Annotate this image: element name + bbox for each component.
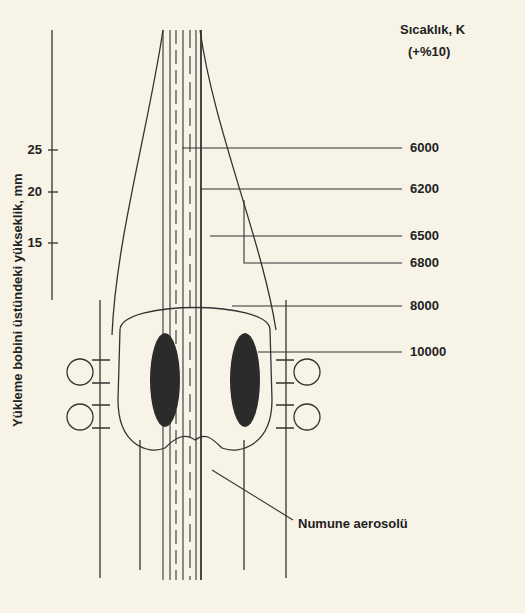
central-channel <box>163 30 201 580</box>
plasma-core <box>118 308 272 451</box>
axis-title: Yükleme bobini üstündeki yükseklik, mm <box>11 173 25 427</box>
intermediate-tube <box>139 440 140 570</box>
flame-outline <box>112 30 276 335</box>
load-coil <box>294 404 320 430</box>
axis-tick <box>48 242 58 243</box>
temperature-value: 6200 <box>410 182 439 196</box>
coil-lead <box>276 360 294 428</box>
column-header: Sıcaklık, K <box>400 23 465 37</box>
axis-tick-label: 20 <box>28 185 42 199</box>
load-coil <box>294 359 320 385</box>
axis-tick <box>48 149 58 150</box>
temperature-value: 10000 <box>410 345 446 359</box>
height-axis <box>51 30 52 300</box>
load-coil <box>67 404 93 430</box>
sample-aerosol-label: Numune aerosolü <box>298 517 408 531</box>
tolerance-note: (+%10) <box>408 45 450 59</box>
intermediate-tube <box>243 440 244 570</box>
leader-lines <box>182 148 402 520</box>
coil-lead <box>92 360 110 428</box>
load-coil <box>67 359 93 385</box>
hot-zone <box>150 333 180 427</box>
hot-zone <box>230 333 260 427</box>
axis-tick-label: 15 <box>28 236 42 250</box>
temperature-value: 6000 <box>410 141 439 155</box>
temperature-value: 8000 <box>410 299 439 313</box>
outer-tube <box>99 300 100 578</box>
axis-tick-label: 25 <box>28 143 42 157</box>
temperature-value: 6500 <box>410 229 439 243</box>
temperature-value: 6800 <box>410 256 439 270</box>
outer-tube <box>285 300 286 578</box>
axis-tick <box>48 191 58 192</box>
